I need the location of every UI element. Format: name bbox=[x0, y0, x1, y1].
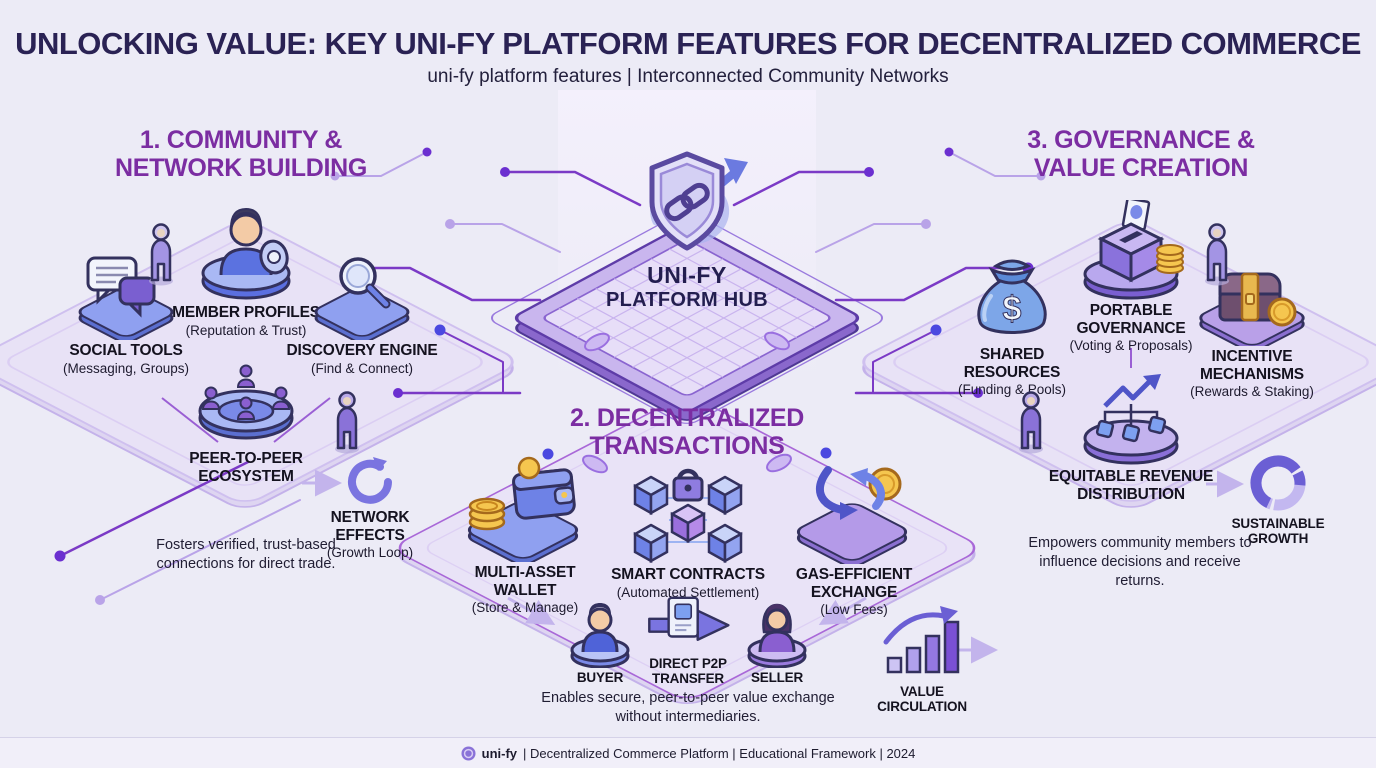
page-title: UNLOCKING VALUE: KEY UNI-FY PLATFORM FEA… bbox=[15, 26, 1361, 61]
footer-brand: uni-fy bbox=[481, 745, 518, 761]
hub-platform bbox=[490, 212, 884, 424]
chat-bubbles-icon bbox=[36, 248, 216, 340]
feature-member-profiles: MEMBER PROFILES (Reputation & Trust) bbox=[146, 202, 346, 339]
circuit-lines-light bbox=[99, 151, 1042, 601]
feature-label: MEMBER PROFILES bbox=[172, 304, 320, 321]
feature-label: PEER-TO-PEER ECOSYSTEM bbox=[189, 450, 303, 485]
treasure-chest-icon bbox=[1177, 256, 1327, 346]
footer-bar: uni-fy | Decentralized Commerce Platform… bbox=[0, 737, 1376, 768]
swap-arrows-coin-icon bbox=[779, 458, 929, 564]
unify-logo-icon bbox=[461, 745, 476, 761]
hub-label: UNI-FY PLATFORM HUB bbox=[606, 262, 768, 312]
section-title-transactions: 2. DECENTRALIZED TRANSACTIONS bbox=[537, 404, 837, 460]
distribution-tree-icon bbox=[1031, 372, 1231, 466]
section-title-governance: 3. GOVERNANCE & VALUE CREATION bbox=[991, 126, 1291, 182]
person-figure-icon bbox=[332, 390, 362, 454]
people-ring-icon bbox=[176, 362, 316, 448]
dollar-symbol: $ bbox=[1003, 290, 1022, 328]
feature-label: DIRECT P2P TRANSFER bbox=[649, 656, 727, 687]
person-figure-icon bbox=[1016, 390, 1046, 454]
feature-sustainable-growth: SUSTAINABLE GROWTH bbox=[1218, 452, 1338, 547]
feature-buyer: BUYER bbox=[555, 598, 645, 685]
feature-sublabel: (Rewards & Staking) bbox=[1190, 384, 1314, 400]
feature-shared-resources: $ SHARED RESOURCES (Funding & Pools) bbox=[947, 256, 1077, 399]
ballot-box-icon bbox=[1051, 200, 1211, 300]
donut-chart-icon bbox=[1218, 452, 1338, 514]
feature-gas-efficient-exchange: GAS-EFFICIENT EXCHANGE (Low Fees) bbox=[779, 458, 929, 619]
feature-direct-p2p-transfer: DIRECT P2P TRANSFER bbox=[638, 590, 738, 687]
feature-revenue-distribution: EQUITABLE REVENUE DISTRIBUTION bbox=[1031, 372, 1231, 503]
section-title-governance-line2: VALUE CREATION bbox=[1033, 154, 1249, 182]
document-arrow-icon bbox=[638, 590, 738, 654]
person-badge-icon bbox=[146, 202, 346, 302]
feature-label: SHARED RESOURCES bbox=[963, 346, 1061, 381]
community-caption: Fosters verified, trust-based connection… bbox=[156, 537, 336, 573]
feature-sublabel: (Messaging, Groups) bbox=[62, 360, 190, 376]
feature-sublabel: (Voting & Proposals) bbox=[1069, 338, 1193, 354]
feature-p2p-ecosystem: PEER-TO-PEER ECOSYSTEM bbox=[176, 362, 316, 485]
feature-label: PORTABLE GOVERNANCE bbox=[1076, 302, 1186, 337]
feature-label: BUYER bbox=[576, 670, 624, 685]
feature-network-effects: NETWORK EFFECTS (Growth Loop) bbox=[315, 455, 425, 562]
feature-label: SUSTAINABLE GROWTH bbox=[1231, 516, 1325, 547]
person-figure-icon bbox=[1202, 222, 1232, 286]
person-figure-icon bbox=[146, 222, 176, 286]
section-title-community-line2: NETWORK BUILDING bbox=[114, 154, 368, 182]
feature-label: SOCIAL TOOLS bbox=[69, 342, 183, 359]
feature-social-tools: SOCIAL TOOLS (Messaging, Groups) bbox=[36, 248, 216, 377]
feature-smart-contracts: SMART CONTRACTS (Automated Settlement) bbox=[583, 450, 793, 601]
loop-arrow-icon bbox=[315, 455, 425, 507]
money-bag-icon: $ bbox=[947, 256, 1077, 344]
feature-seller: SELLER bbox=[732, 598, 822, 685]
hub-label-line1: UNI-FY bbox=[647, 262, 727, 288]
feature-sublabel: (Funding & Pools) bbox=[957, 382, 1067, 398]
feature-label: NETWORK EFFECTS bbox=[330, 509, 410, 544]
feature-multi-asset-wallet: MULTI-ASSET WALLET (Store & Manage) bbox=[455, 456, 595, 617]
feature-label: SMART CONTRACTS bbox=[611, 566, 765, 583]
feature-value-circulation: VALUE CIRCULATION bbox=[867, 606, 977, 715]
section-title-community: 1. COMMUNITY & NETWORK BUILDING bbox=[91, 126, 391, 182]
feature-portable-governance: PORTABLE GOVERNANCE (Voting & Proposals) bbox=[1051, 200, 1211, 355]
feature-discovery-engine: DISCOVERY ENGINE (Find & Connect) bbox=[272, 248, 452, 377]
feature-sublabel: (Low Fees) bbox=[820, 602, 888, 618]
seller-avatar-icon bbox=[732, 598, 822, 668]
feature-label: SELLER bbox=[750, 670, 804, 685]
transactions-caption: Enables secure, peer-to-peer value excha… bbox=[541, 690, 835, 726]
section-title-transactions-line2: TRANSACTIONS bbox=[589, 432, 785, 460]
circuit-lines-dark bbox=[58, 170, 1030, 558]
feature-label: DISCOVERY ENGINE bbox=[286, 342, 438, 359]
section-title-governance-line1: 3. GOVERNANCE & bbox=[1027, 126, 1255, 154]
feature-sublabel: (Store & Manage) bbox=[471, 600, 579, 616]
feature-sublabel: (Find & Connect) bbox=[310, 360, 414, 376]
section-title-transactions-line1: 2. DECENTRALIZED bbox=[569, 404, 805, 432]
feature-sublabel: (Reputation & Trust) bbox=[185, 322, 307, 338]
section-title-community-line1: 1. COMMUNITY & bbox=[139, 126, 343, 154]
governance-caption: Empowers community members to influence … bbox=[1028, 535, 1252, 590]
buyer-avatar-icon bbox=[555, 598, 645, 668]
feature-label: VALUE CIRCULATION bbox=[877, 684, 967, 715]
feature-label: INCENTIVE MECHANISMS bbox=[1200, 348, 1304, 383]
feature-incentive-mechanisms: INCENTIVE MECHANISMS (Rewards & Staking) bbox=[1177, 256, 1327, 401]
feature-sublabel: (Automated Settlement) bbox=[616, 584, 760, 600]
feature-label: EQUITABLE REVENUE DISTRIBUTION bbox=[1048, 468, 1214, 503]
feature-sublabel: (Growth Loop) bbox=[326, 545, 414, 561]
page-subtitle: uni-fy platform features | Interconnecte… bbox=[427, 66, 949, 87]
rising-bars-icon bbox=[867, 606, 977, 682]
feature-label: MULTI-ASSET WALLET bbox=[474, 564, 576, 599]
magnifier-icon bbox=[272, 248, 452, 340]
hub-shield-icon bbox=[622, 146, 752, 264]
hub-label-line2: PLATFORM HUB bbox=[605, 289, 769, 311]
cubes-lock-icon bbox=[583, 450, 793, 564]
wallet-coins-icon bbox=[455, 456, 595, 562]
feature-label: GAS-EFFICIENT EXCHANGE bbox=[795, 566, 913, 601]
footer-text: | Decentralized Commerce Platform | Educ… bbox=[523, 745, 916, 761]
